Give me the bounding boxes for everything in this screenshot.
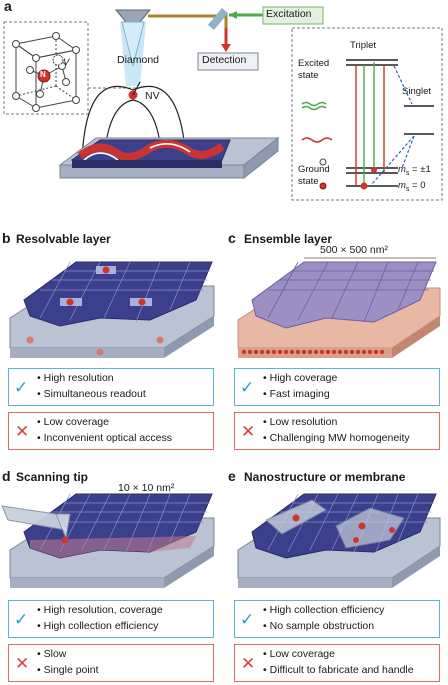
energy-level-frame xyxy=(291,27,443,201)
excitation-box xyxy=(262,6,324,25)
panel-e-con-1: Low coverage xyxy=(269,648,335,660)
panel-d-cons: ✕ • Slow • Single point xyxy=(8,644,214,682)
ms-pm1-label: ms = ±1 xyxy=(398,164,431,177)
panel-d-con-2: Single point xyxy=(43,664,99,676)
panel-c-pro-2: Fast imaging xyxy=(269,388,330,400)
panel-b-cons: ✕ • Low coverage • Inconvenient optical … xyxy=(8,412,214,450)
check-icon: ✓ xyxy=(240,378,255,397)
panel-d-pro-2: High collection efficiency xyxy=(43,620,159,632)
panel-a-graphic xyxy=(3,6,443,201)
panel-e-pro-2: No sample obstruction xyxy=(269,620,375,632)
ground-state-label-2: state xyxy=(298,176,319,187)
nv-label: NV xyxy=(145,90,160,102)
panel-b-graphic xyxy=(9,261,215,358)
panel-e-title: Nanostructure or membrane xyxy=(244,470,406,484)
panel-b-title: Resolvable layer xyxy=(16,232,111,246)
panel-e-letter: e xyxy=(228,468,236,484)
panel-d-graphic xyxy=(1,493,215,588)
cross-icon: ✕ xyxy=(15,422,30,441)
lattice-atoms xyxy=(12,32,80,112)
panel-b-con-2: Inconvenient optical access xyxy=(43,432,173,444)
optical-path xyxy=(148,14,228,30)
panel-c-con-1: Low resolution xyxy=(269,416,338,428)
check-icon: ✓ xyxy=(14,610,29,629)
triplet-label: Triplet xyxy=(350,40,377,51)
panel-e-pro-1: High collection efficiency xyxy=(269,604,385,616)
tip-holder xyxy=(114,9,152,23)
excited-state-label-2: state xyxy=(298,70,319,81)
panel-c-con-2: Challenging MW homogeneity xyxy=(269,432,410,444)
detection-label: Detection xyxy=(202,54,247,66)
vacancy-site xyxy=(52,54,64,66)
panel-e-graphic xyxy=(237,493,441,588)
nitrogen-atom xyxy=(37,69,51,83)
panel-d-letter: d xyxy=(2,468,11,484)
ms-0-label: ms = 0 xyxy=(398,180,426,193)
diamond-label: Diamond xyxy=(117,54,160,66)
check-icon: ✓ xyxy=(240,610,255,629)
panel-b-con-1: Low coverage xyxy=(43,416,109,428)
cross-icon: ✕ xyxy=(241,654,256,673)
panel-d-con-1: Slow xyxy=(43,648,67,660)
panel-b-letter: b xyxy=(2,230,11,246)
panel-b-pro-1: High resolution xyxy=(43,372,114,384)
panel-b-pros: ✓ • High resolution • Simultaneous reado… xyxy=(8,368,214,406)
panel-c-pro-1: High coverage xyxy=(269,372,338,384)
excitation-label: Excitation xyxy=(266,8,312,20)
dichroic-mirror xyxy=(207,8,229,30)
panel-c-pros: ✓ • High coverage • Fast imaging xyxy=(234,368,440,406)
crystal-inset-frame xyxy=(3,21,89,115)
bulb-dim-icon xyxy=(319,158,327,166)
nitrogen-label: N xyxy=(40,70,46,79)
field-line-inner xyxy=(103,99,163,161)
panel-d-title: Scanning tip xyxy=(16,470,88,484)
excited-state-label-1: Excited xyxy=(298,58,330,69)
singlet-label: Singlet xyxy=(402,86,432,97)
field-line-outer xyxy=(81,85,187,161)
panel-c-letter: c xyxy=(228,230,236,246)
ground-state-label-1: Ground xyxy=(298,164,330,175)
cross-icon: ✕ xyxy=(241,422,256,441)
panel-e-cons: ✕ • Low coverage • Difficult to fabricat… xyxy=(234,644,440,682)
panel-c-title: Ensemble layer xyxy=(244,232,333,246)
panel-c-size-label: 500 × 500 nm² xyxy=(320,244,389,256)
panel-d-size-label: 10 × 10 nm² xyxy=(118,482,175,494)
panel-e-con-2: Difficult to fabricate and handle xyxy=(269,664,414,676)
panel-d-pro-1: High resolution, coverage xyxy=(43,604,163,616)
bulb-bright-icon xyxy=(319,182,327,190)
panel-e-pros: ✓ • High collection efficiency • No samp… xyxy=(234,600,440,638)
detection-box xyxy=(197,52,259,71)
panel-a-letter: a xyxy=(4,0,12,14)
cross-icon: ✕ xyxy=(15,654,30,673)
check-icon: ✓ xyxy=(14,378,29,397)
panel-c-graphic xyxy=(237,257,441,358)
panel-c-cons: ✕ • Low resolution • Challenging MW homo… xyxy=(234,412,440,450)
panel-b-pro-2: Simultaneous readout xyxy=(43,388,146,400)
diamond-tip xyxy=(121,21,145,67)
vacancy-label: V xyxy=(63,57,70,68)
panel-d-pros: ✓ • High resolution, coverage • High col… xyxy=(8,600,214,638)
